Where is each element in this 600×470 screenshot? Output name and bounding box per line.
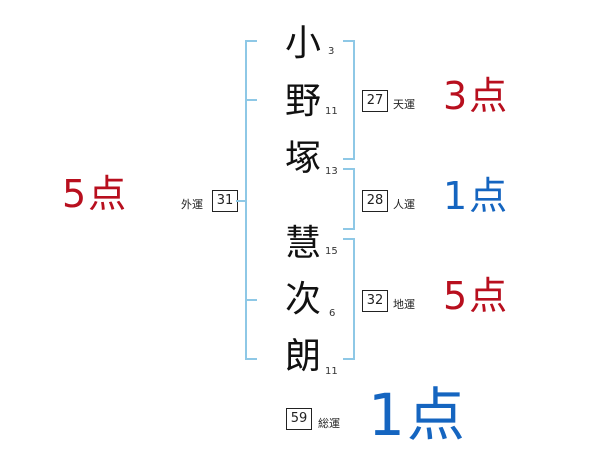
stroke-count-3: 13 — [325, 166, 338, 177]
left-bracket-tick-1 — [245, 99, 257, 101]
chiun-value: 32 — [362, 290, 388, 312]
jinun-bracket-vertical — [353, 168, 355, 230]
left-bracket-top — [245, 40, 257, 42]
chiun-bracket-top — [343, 238, 355, 240]
name-char-3: 塚 — [284, 138, 321, 179]
tenun-bracket-bottom — [343, 158, 355, 160]
chiun-label: 地運 — [393, 298, 415, 311]
stroke-count-2: 11 — [325, 106, 338, 117]
name-char-4: 慧 — [284, 223, 321, 264]
stroke-count-4: 15 — [325, 246, 338, 257]
left-bracket-connector — [236, 200, 246, 202]
tenun-score: 3点 — [443, 74, 510, 118]
jinun-score: 1点 — [443, 174, 510, 218]
tenun-bracket-top — [343, 40, 355, 42]
stroke-count-6: 11 — [325, 366, 338, 377]
name-char-1: 小 — [284, 23, 321, 64]
tenun-label: 天運 — [393, 98, 415, 111]
gaiun-score: 5点 — [62, 172, 129, 216]
left-bracket-vertical — [245, 40, 247, 360]
left-bracket-bottom — [245, 358, 257, 360]
name-char-2: 野 — [284, 81, 321, 122]
souun-value: 59 — [286, 408, 312, 430]
chiun-score: 5点 — [443, 274, 510, 318]
name-char-6: 朗 — [284, 336, 321, 377]
chiun-bracket-bottom — [343, 358, 355, 360]
jinun-bracket-top — [343, 168, 355, 170]
souun-label: 総運 — [318, 417, 340, 430]
tenun-bracket-vertical — [353, 40, 355, 160]
jinun-value: 28 — [362, 190, 388, 212]
stroke-count-1: 3 — [328, 46, 335, 57]
name-char-5: 次 — [284, 279, 321, 320]
souun-score: 1点 — [368, 381, 467, 449]
tenun-value: 27 — [362, 90, 388, 112]
gaiun-value: 31 — [212, 190, 238, 212]
chiun-bracket-vertical — [353, 238, 355, 360]
left-bracket-tick-2 — [245, 299, 257, 301]
stroke-count-5: 6 — [329, 308, 336, 319]
jinun-label: 人運 — [393, 198, 415, 211]
jinun-bracket-bottom — [343, 228, 355, 230]
gaiun-label: 外運 — [181, 198, 203, 211]
